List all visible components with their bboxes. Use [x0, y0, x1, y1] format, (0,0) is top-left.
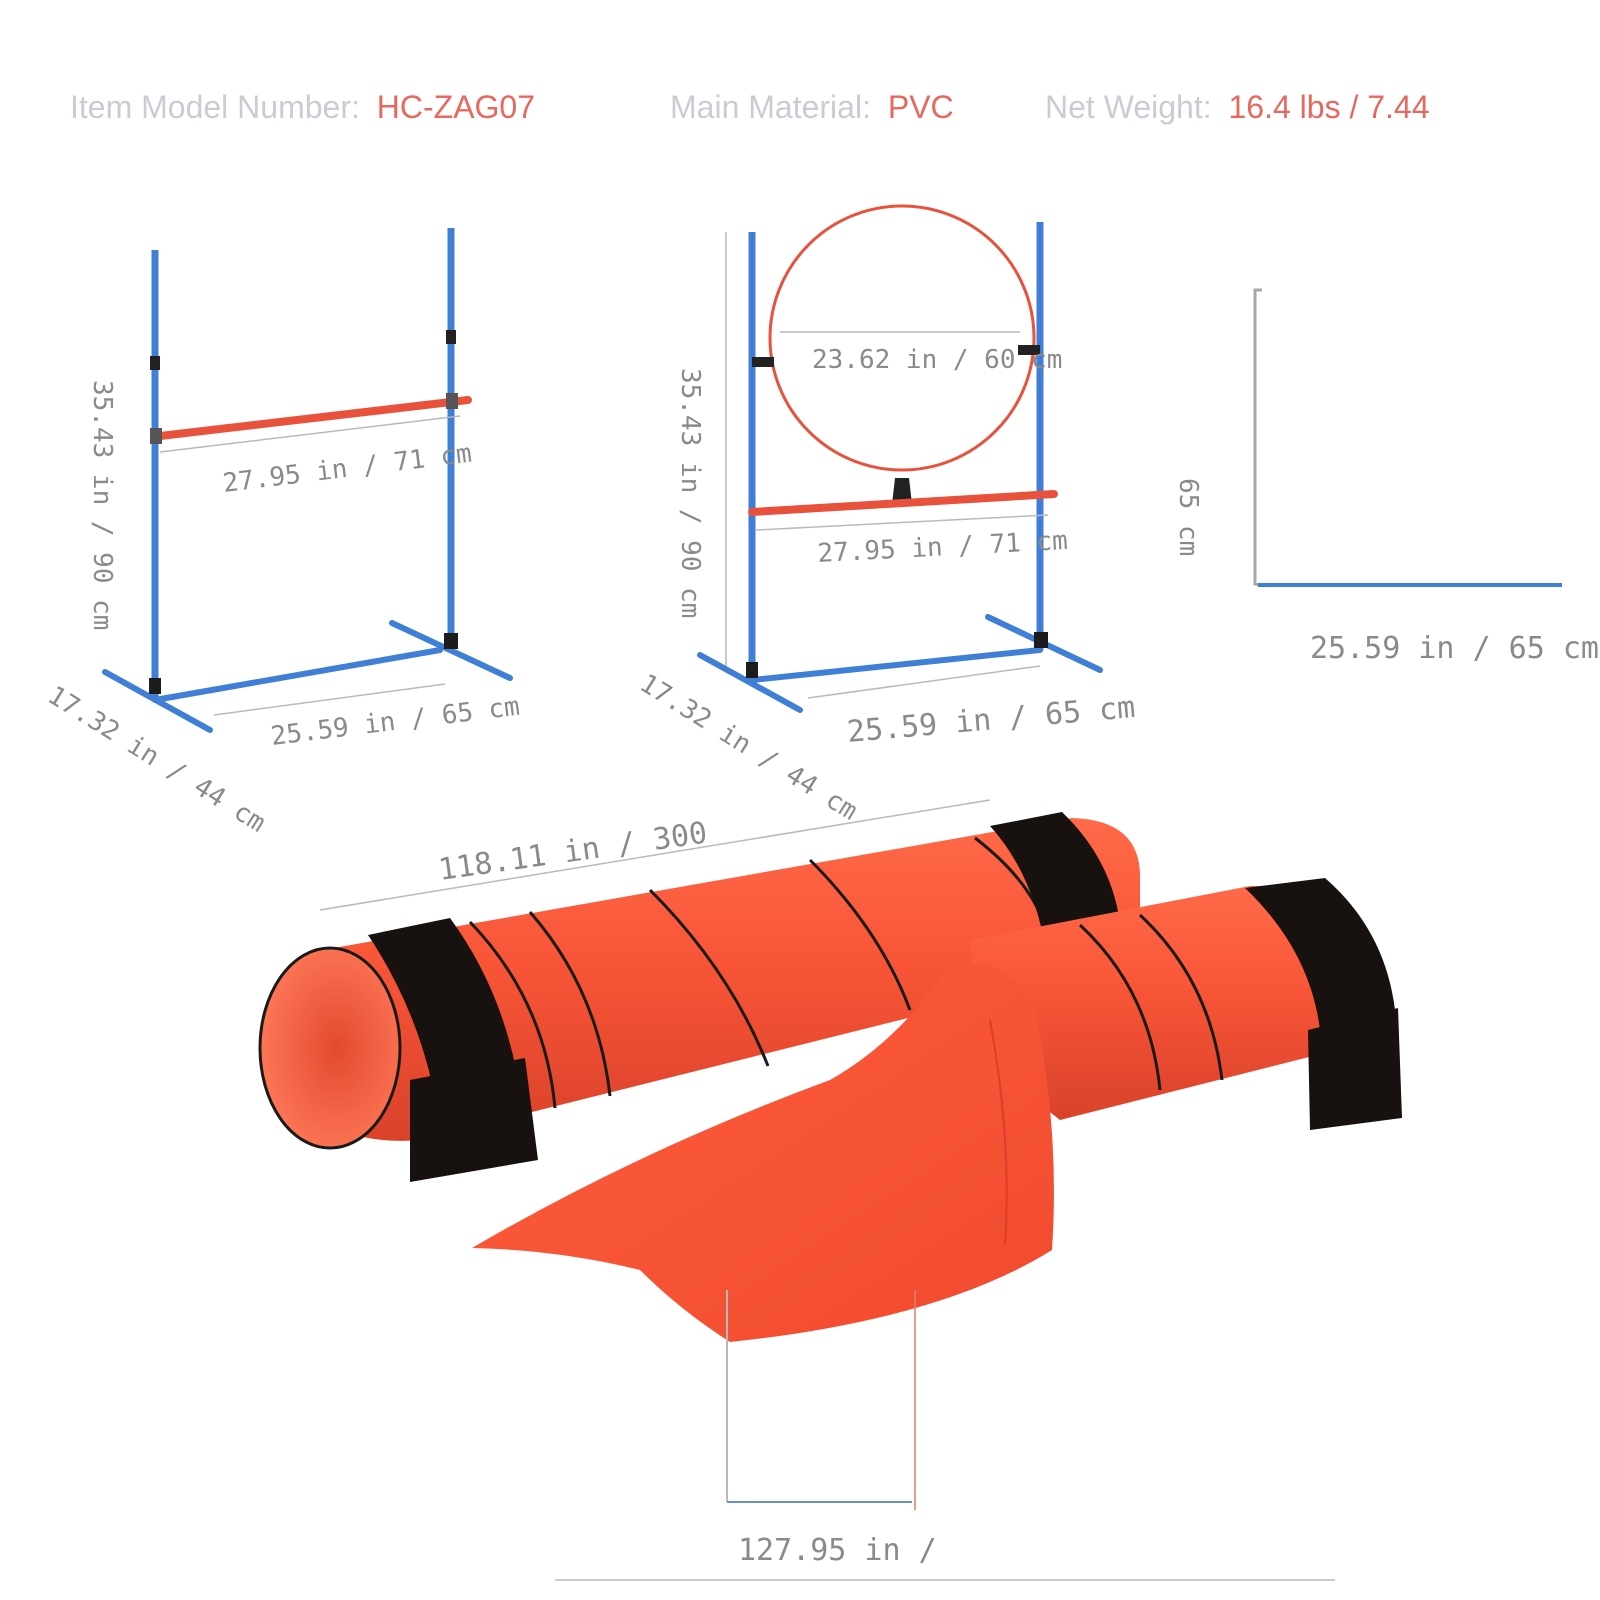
tunnel-length-label: 118.11 in / 300	[436, 816, 709, 888]
tunnel-rib	[528, 911, 612, 1097]
hoop-red-bar	[748, 490, 1058, 516]
material-label: Main Material:	[670, 89, 871, 125]
spec-header: Item Model Number: HC-ZAG07 Main Materia…	[70, 89, 1430, 125]
hurdle-base-dimension-line	[213, 683, 446, 716]
hurdle-joint	[446, 330, 456, 344]
pole-height-label: 65 cm	[1173, 478, 1203, 556]
chute-sandbag	[1308, 1008, 1402, 1130]
hoop-bar-width-label: 27.95 in / 71 cm	[817, 526, 1069, 569]
material-value: PVC	[888, 89, 954, 125]
hoop-jump-illustration: 23.62 in / 60 cm 35.43 in / 90 cm 27.95 …	[634, 204, 1137, 827]
hurdle-illustration: 35.43 in / 90 cm 27.95 in / 71 cm 25.59 …	[42, 228, 521, 839]
tunnel-rib	[808, 858, 912, 1011]
hurdle-bar-dimension-line	[159, 415, 461, 453]
tunnel-length-dimension-line	[319, 799, 991, 911]
hurdle-base-width-label: 25.59 in / 65 cm	[269, 692, 521, 752]
hurdle-bar-clip	[150, 428, 162, 444]
hoop-base-joint	[1034, 632, 1048, 648]
tunnel-mouth	[258, 946, 402, 1150]
pole-frame	[1253, 288, 1266, 588]
net-weight-label: Net Weight:	[1045, 89, 1212, 125]
chute-length-label: 127.95 in /	[738, 1533, 937, 1568]
model-number-value: HC-ZAG07	[377, 89, 535, 125]
hurdle-height-label: 35.43 in / 90 cm	[87, 380, 117, 630]
hoop-left-foot	[697, 652, 803, 713]
tunnel-sandbag-front	[410, 1058, 538, 1182]
hurdle-bar-width-label: 27.95 in / 71 cm	[221, 439, 473, 499]
hoop-base-joint	[746, 662, 758, 678]
hurdle-bar-clip	[446, 393, 458, 409]
chute-strap	[1245, 878, 1395, 1030]
svg-text:Item Model Number: HC-ZA: Item Model Number: HC-ZAG07	[70, 89, 535, 125]
tunnel-strap-back	[990, 812, 1120, 940]
hurdle-base-joint	[149, 678, 161, 694]
net-weight-value: 16.4 lbs / 7.44	[1228, 89, 1429, 125]
hoop-bar-dimension-line	[755, 514, 1049, 531]
fabric-chute	[472, 963, 1054, 1342]
hoop-height-label: 35.43 in / 90 cm	[675, 368, 705, 618]
weave-pole-illustration: 65 cm 25.59 in / 65 cm	[1173, 288, 1599, 666]
model-number-label: Item Model Number:	[70, 89, 360, 125]
tunnel-rib	[468, 920, 557, 1109]
hoop-base-dimension-line	[807, 665, 1041, 699]
tunnel-rib	[648, 888, 770, 1067]
hoop-clip-right	[1018, 345, 1040, 355]
hurdle-right-foot	[389, 620, 513, 681]
hurdle-red-bar	[156, 396, 472, 440]
chute-rib	[1078, 923, 1162, 1091]
hoop-clip-left	[752, 357, 774, 367]
chute-rib	[1138, 913, 1224, 1081]
chute-fold	[989, 1019, 1008, 1246]
hurdle-joint	[150, 356, 160, 370]
pole-width-label: 25.59 in / 65 cm	[1310, 631, 1599, 666]
hoop-ring	[768, 204, 1036, 472]
tunnel-illustration: 118.11 in / 300 127.95 in /	[258, 799, 1402, 1581]
svg-text:Main Material: PVC: Main Material: PVC	[670, 89, 954, 125]
hurdle-base-bar	[152, 647, 443, 703]
hoop-base-width-label: 25.59 in / 65 cm	[846, 690, 1137, 750]
hoop-base-bar	[749, 647, 1043, 683]
hoop-bottom-clip	[892, 478, 912, 504]
hurdle-depth-label: 17.32 in / 44 cm	[42, 680, 270, 838]
svg-text:Net Weight: 16.4 lbs / 7: Net Weight: 16.4 lbs / 7.44	[1045, 89, 1430, 125]
chute-tunnel-body	[970, 885, 1376, 1120]
hurdle-base-joint	[444, 633, 458, 649]
hoop-depth-label: 17.32 in / 44 cm	[634, 668, 862, 826]
hoop-diameter-label: 23.62 in / 60 cm	[812, 345, 1062, 375]
